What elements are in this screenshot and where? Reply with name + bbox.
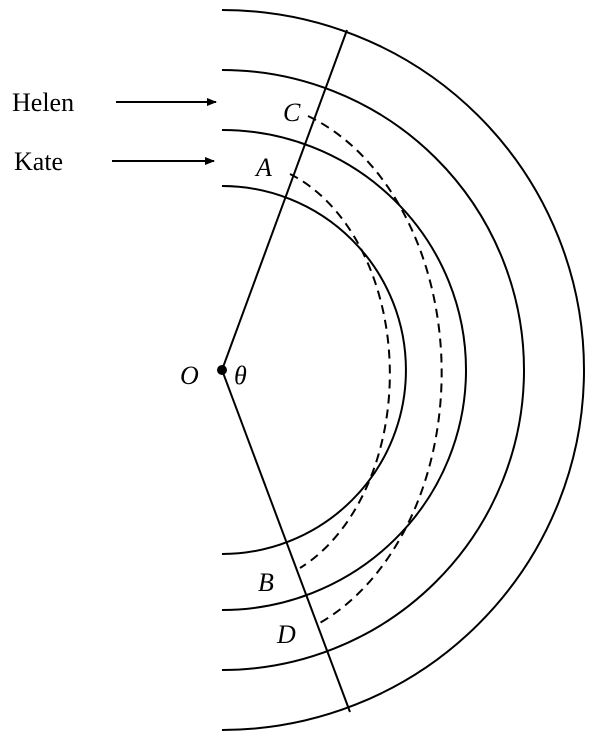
center-point-o: [217, 365, 227, 375]
kate-running-path: [289, 173, 391, 569]
track-boundary-inner: [221, 185, 407, 555]
point-label-a: A: [254, 153, 272, 182]
radial-line-upper: [221, 29, 348, 371]
track-boundary-outermost: [221, 9, 585, 731]
track-boundary-middle: [221, 129, 467, 611]
track-boundary-outer: [221, 69, 525, 671]
point-label-b: B: [258, 568, 274, 597]
point-label-c: C: [283, 98, 301, 127]
helen-label: Helen: [12, 88, 74, 117]
center-label-o: O: [180, 361, 199, 390]
angle-label-theta: θ: [234, 361, 247, 390]
radial-line-lower: [221, 369, 351, 713]
point-label-d: D: [276, 620, 296, 649]
kate-label: Kate: [14, 147, 63, 176]
helen-running-path: [307, 115, 443, 625]
